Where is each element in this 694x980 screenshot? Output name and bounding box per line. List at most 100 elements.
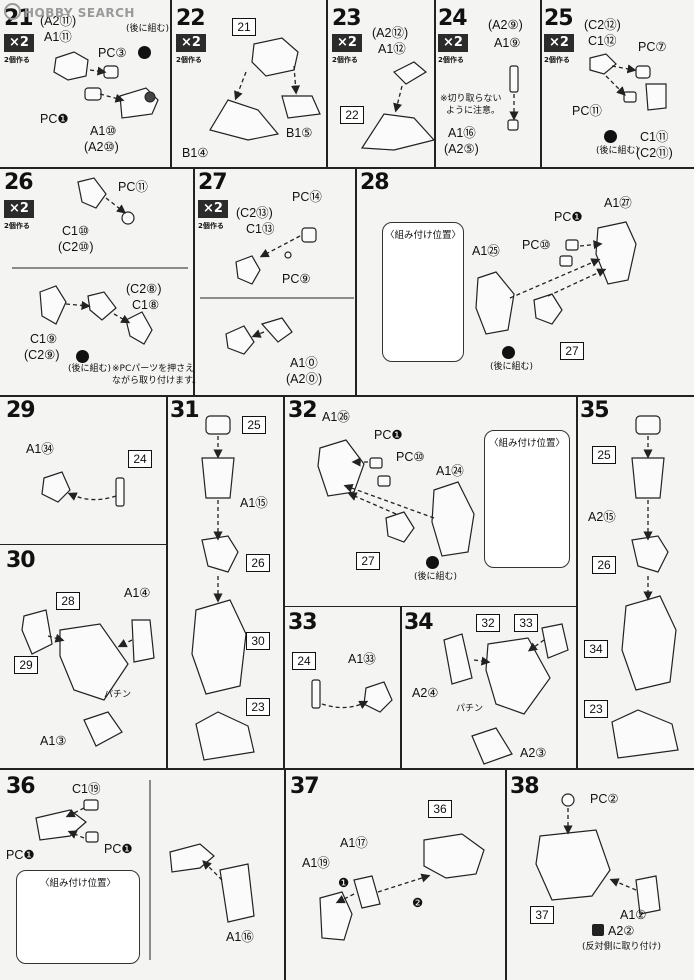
row-divider	[0, 167, 694, 169]
attach-later-note: (後に組む)	[490, 362, 534, 372]
attach-later-note: (後に組む)	[414, 572, 458, 582]
part-label: A1㉗	[604, 196, 632, 210]
step35-illustration	[611, 415, 679, 759]
part-label: PC③	[98, 46, 127, 60]
col-divider	[193, 167, 195, 395]
part-ref-box: 36	[428, 800, 452, 818]
attach-later-note: (後に組む)	[68, 364, 112, 374]
part-ref-box: 25	[592, 446, 616, 464]
part-ref-box: 22	[340, 106, 364, 124]
part-label: C1⑧	[132, 298, 160, 312]
part-label: (A2⑩)	[84, 140, 119, 154]
part-label: (C2⑨)	[24, 348, 60, 362]
col-divider	[166, 395, 168, 768]
col-divider	[505, 768, 507, 980]
part-label: PC❶	[374, 428, 403, 442]
assembly-position-box: 〈組み付け位置〉	[16, 870, 140, 964]
part-label: PC❶	[554, 210, 583, 224]
attach-later-marker-icon	[74, 346, 89, 365]
attach-later-marker-icon	[424, 552, 439, 571]
part-label: (A2⑫)	[372, 26, 409, 40]
part-label: C1⑲	[72, 782, 101, 796]
part-label: (A2⓪)	[286, 372, 323, 386]
assembly-position-title: 〈組み付け位置〉	[39, 878, 116, 889]
attach-later-note: (後に組む)	[596, 146, 640, 156]
part-label: B1④	[182, 146, 209, 160]
part-label: (A2⑨)	[488, 18, 523, 32]
part-label: A1⑩	[90, 124, 117, 138]
step33-illustration	[311, 679, 393, 713]
watermark: HOBBY SEARCH	[4, 3, 135, 20]
step-number: 30	[6, 548, 36, 573]
part-label: (C2⑫)	[584, 18, 621, 32]
make-two-badge: ×2	[4, 200, 34, 218]
assembly-position-title: 〈組み付け位置〉	[488, 438, 565, 449]
part-label: C1⑪	[640, 130, 669, 144]
step-number: 24	[438, 6, 468, 31]
click-sound-label: パチン	[104, 690, 132, 700]
step34-illustration	[443, 623, 569, 765]
step-number: 26	[4, 170, 34, 195]
part-label: PC②	[590, 792, 619, 806]
row-divider	[0, 395, 694, 397]
step22-illustration	[209, 37, 321, 141]
make-two-badge: ×2	[176, 34, 206, 52]
part-ref-box: 24	[128, 450, 152, 468]
step21-illustration	[53, 51, 159, 119]
make-two-badge: ×2	[4, 34, 34, 52]
part-label: (C2⑪)	[636, 146, 673, 160]
make-two-badge: ×2	[544, 34, 574, 52]
part-label: A1㉖	[322, 410, 350, 424]
make-two-note: 2個作る	[544, 56, 570, 64]
part-label: A1㉝	[348, 652, 376, 666]
attach-later-marker-icon	[136, 42, 151, 61]
step37-illustration	[319, 833, 485, 941]
part-label: PC⑦	[638, 40, 667, 54]
make-two-note: 2個作る	[176, 56, 202, 64]
part-label: C1⑩	[62, 224, 90, 238]
step-number: 32	[288, 398, 318, 423]
part-label: A1③	[40, 734, 67, 748]
make-two-note: 2個作る	[438, 56, 464, 64]
part-label: C1⑨	[30, 332, 58, 346]
step32-illustration	[317, 439, 475, 557]
part-label: A1㉞	[26, 442, 54, 456]
part-label: C1⑬	[246, 222, 275, 236]
col-divider	[540, 0, 542, 167]
attach-later-marker-icon	[500, 342, 515, 361]
make-two-badge: ×2	[438, 34, 468, 52]
part-ref-box: 32	[476, 614, 500, 632]
col-divider	[576, 395, 578, 768]
part-label: (C2⑧)	[126, 282, 162, 296]
part-ref-box: 27	[560, 342, 584, 360]
step23-illustration	[360, 61, 436, 151]
part-label: PC⑪	[118, 180, 148, 194]
make-two-note: 2個作る	[4, 56, 30, 64]
step29-illustration	[41, 471, 125, 507]
part-ref-box: 24	[292, 652, 316, 670]
part-label: A1⑯	[448, 126, 476, 140]
part-label: PC⑩	[522, 238, 551, 252]
step-number: 35	[580, 398, 610, 423]
step38-illustration	[535, 793, 661, 915]
col-divider	[170, 0, 172, 167]
col-divider	[355, 167, 357, 395]
caution-note: ※切り取らない	[440, 94, 502, 104]
part-label: A2③	[520, 746, 547, 760]
part-ref-box: 30	[246, 632, 270, 650]
part-label: PC⑩	[396, 450, 425, 464]
step-number: 22	[176, 6, 206, 31]
part-label: A1⑨	[494, 36, 521, 50]
part-ref-box: 27	[356, 552, 380, 570]
step24-illustration	[507, 65, 519, 131]
part-ref-box: 26	[246, 554, 270, 572]
part-label: A1②	[620, 908, 647, 922]
step31-illustration	[191, 415, 255, 761]
step-number: 37	[290, 774, 320, 799]
step-number: 29	[6, 398, 36, 423]
step-number: 36	[6, 774, 36, 799]
attach-later-note: (後に組む)	[126, 24, 170, 34]
part-label: A1⑪	[44, 30, 72, 44]
make-two-note: 2個作る	[198, 222, 224, 230]
step-number: 28	[360, 170, 390, 195]
